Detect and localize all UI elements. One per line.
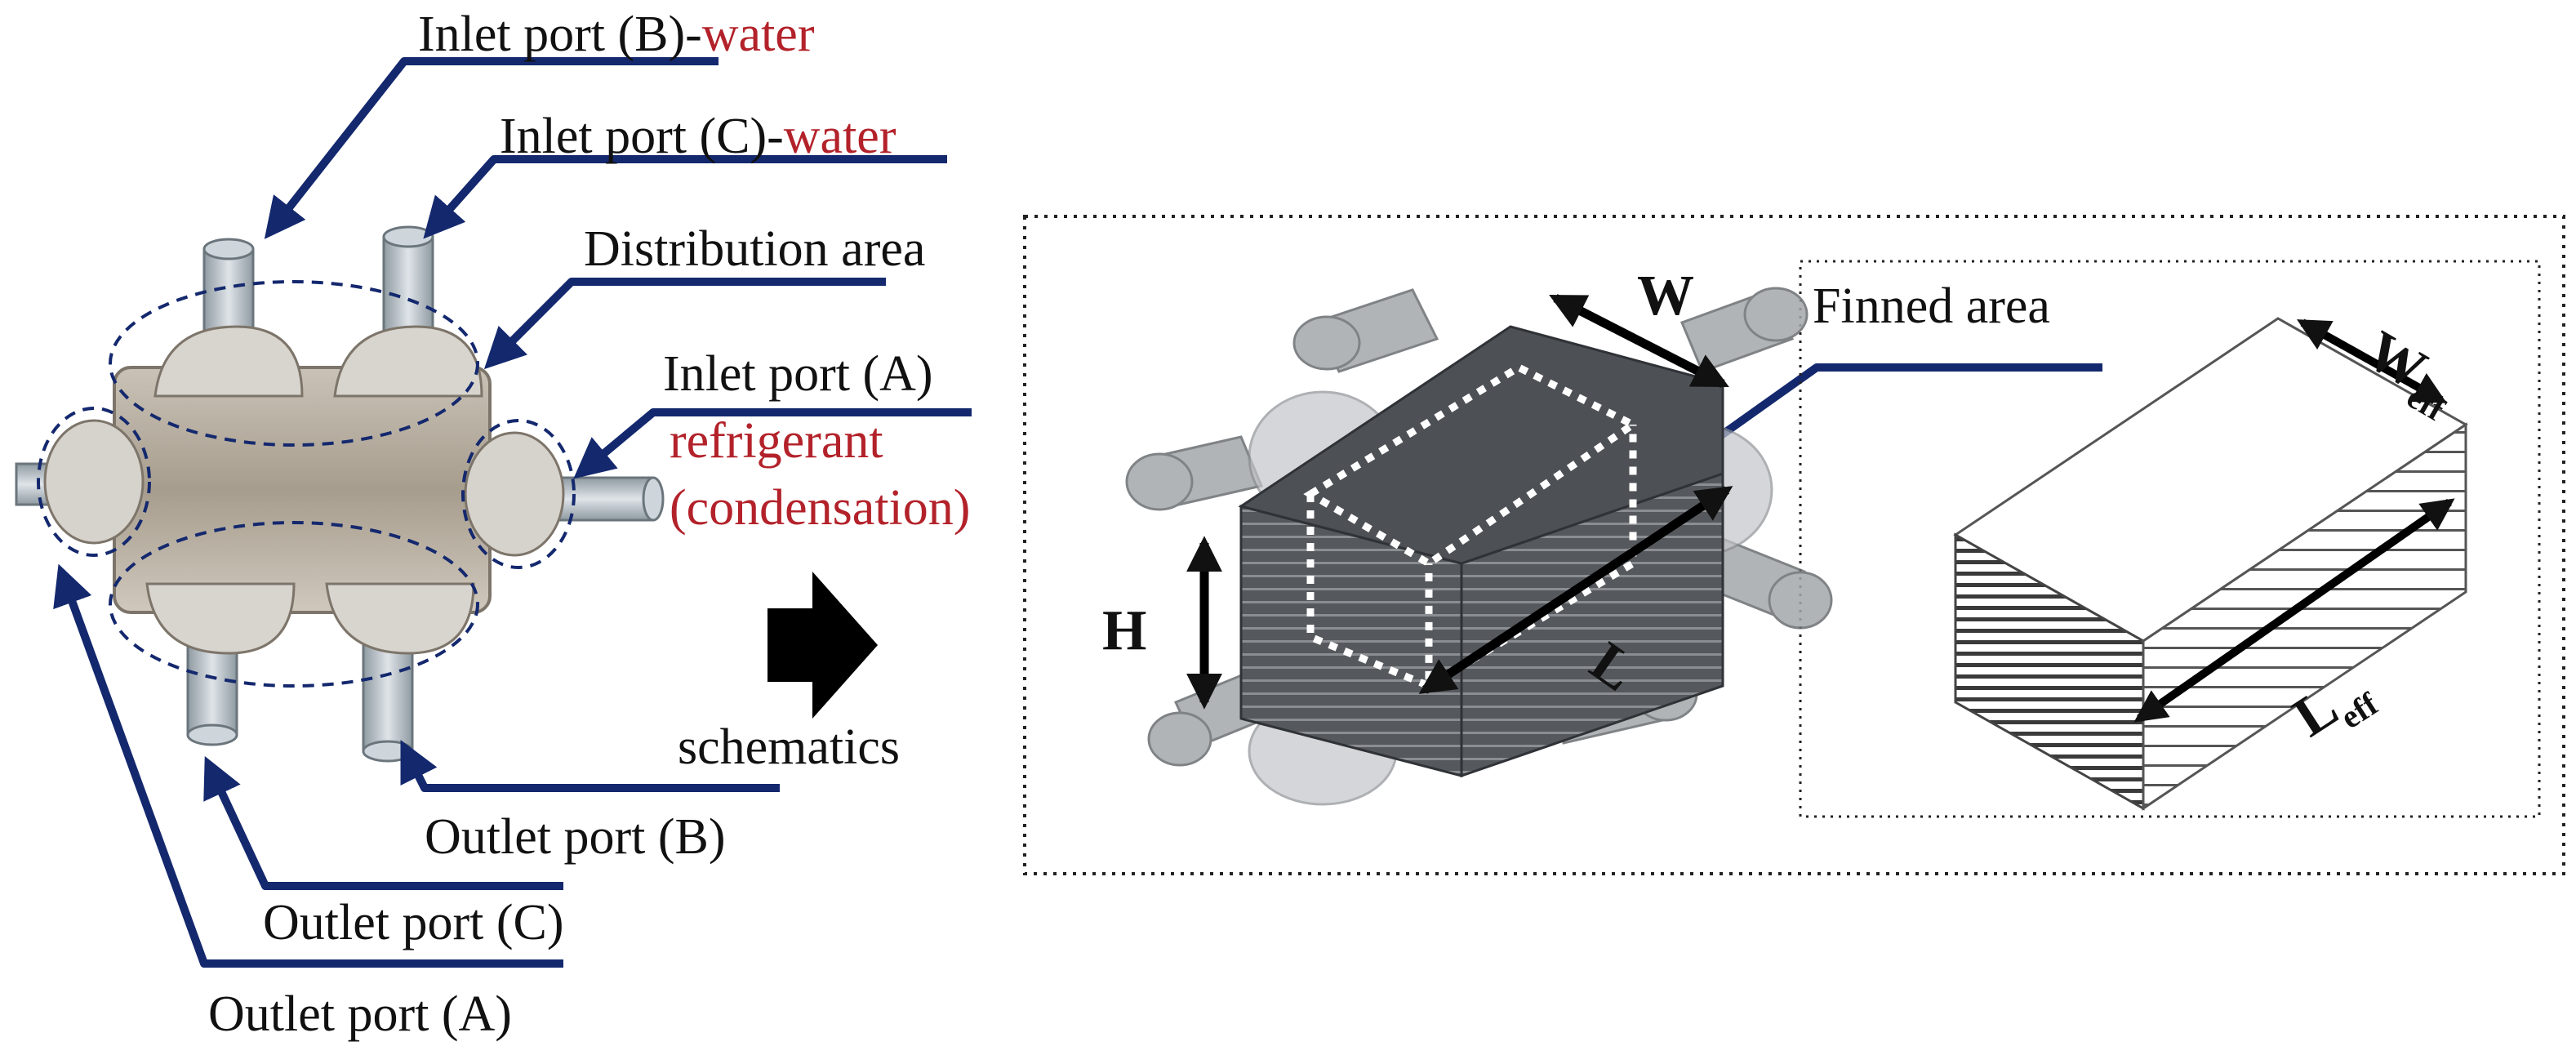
leader-outlet-a [53,563,563,968]
finned-area-label: Finned area [1813,278,2050,334]
distribution-area-label: Distribution area [584,221,925,277]
leader-inlet-c [423,155,947,239]
inlet-a-fluid-line1: refrigerant [670,413,883,469]
outlet-b-label: Outlet port (B) [425,809,726,865]
schematic-frame-inner [1799,260,2541,818]
inlet-a-label: Inlet port (A) [663,346,933,402]
leader-outlet-b [400,740,780,792]
outlet-c-label: Outlet port (C) [263,895,564,950]
leader-outlet-c [203,755,563,890]
inlet-b-label: Inlet port (B)- [418,7,702,62]
effective-length-arrow [2133,498,2455,723]
schematics-label: schematics [678,719,900,775]
exchanger-photo [15,225,665,763]
refrigerant-outlet-ellipse [37,407,151,557]
schematics-arrow [767,572,878,719]
inlet-c-label: Inlet port (C)- [500,109,784,164]
leader-inlet-b [264,57,719,239]
leader-distribution [483,278,886,370]
width-dimension-arrow [1549,294,1729,388]
leader-inlet-a [573,408,972,479]
inlet-a-fluid-line2: (condensation) [670,480,970,536]
effective-width-arrow [2297,318,2447,404]
length-dimension-arrow [1418,486,1733,694]
width-symbol: W [1637,265,1694,327]
refrigerant-inlet-ellipse [461,419,576,569]
distribution-area-top-ellipse [109,280,479,447]
exchanger-3d-model [1125,287,1833,806]
svg-text:Inlet port (B)-water: Inlet port (B)-water [418,7,815,62]
inlet-c-fluid: water [784,109,896,164]
height-symbol: H [1102,599,1146,662]
exchanger-body [113,366,492,614]
inlet-b-fluid: water [702,7,815,62]
svg-text:Inlet port (C)-water: Inlet port (C)-water [500,109,896,164]
outlet-a-label: Outlet port (A) [208,986,512,1042]
distribution-area-bottom-ellipse [109,521,479,688]
